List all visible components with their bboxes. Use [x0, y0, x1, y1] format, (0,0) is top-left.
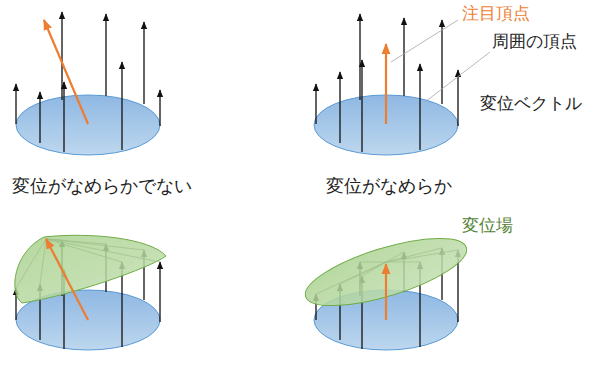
panel-field-not-smooth [15, 235, 166, 350]
caption-not-smooth: 変位がなめらかでない [12, 176, 192, 196]
displacement-vector-label: 変位ベクトル [480, 94, 582, 113]
panel-smooth [314, 14, 490, 155]
panel-not-smooth [16, 12, 160, 155]
focus-vertex-label: 注目頂点 [462, 4, 530, 23]
neighbor-vertex-label: 周囲の頂点 [492, 32, 577, 51]
panel-field-smooth [299, 224, 474, 350]
displacement-field-label: 変位場 [462, 216, 513, 235]
caption-smooth: 変位がなめらか [326, 176, 452, 196]
